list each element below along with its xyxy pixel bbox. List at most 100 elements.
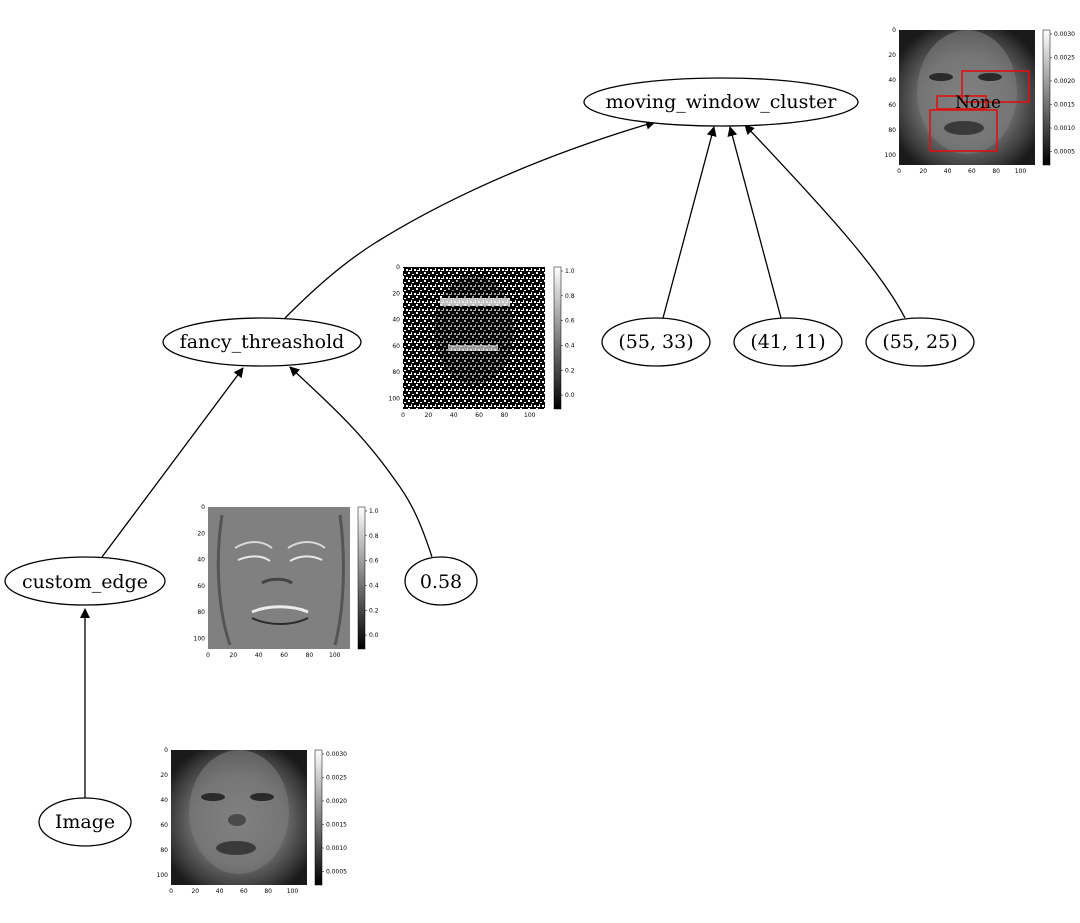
node-window-c[interactable]: (55, 25) <box>865 317 975 367</box>
right-eye <box>250 793 274 801</box>
colorbar <box>1042 29 1051 166</box>
edge-window-a-to-moving-window-cluster <box>662 126 717 319</box>
colorbar-tick-label: 0.0005 <box>326 869 347 876</box>
node-custom-edge[interactable]: custom_edge <box>4 556 166 606</box>
y-tick-label: 0 <box>396 264 400 271</box>
x-tick-label: 20 <box>191 888 199 895</box>
colorbar-tick-label: 0.0020 <box>1054 78 1075 85</box>
colorbar-tick-label: 0.6 <box>565 318 575 325</box>
edge-threshold-value-to-fancy-threashold <box>289 366 433 558</box>
x-tick-label: 0 <box>401 412 405 419</box>
node-window-a[interactable]: (55, 33) <box>601 317 711 367</box>
node-image[interactable]: Image <box>38 797 132 847</box>
y-tick-label: 0 <box>164 747 168 754</box>
edge-custom-edge-to-fancy-threashold <box>101 367 244 558</box>
y-tick-label: 40 <box>392 317 400 324</box>
node-window-a-label: (55, 33) <box>618 331 693 353</box>
face-shape <box>189 750 289 874</box>
x-tick-label: 60 <box>280 652 288 659</box>
colorbar-tick-label: 0.0010 <box>1054 125 1075 132</box>
node-window-c-label: (55, 25) <box>882 331 957 353</box>
edge-left-brow <box>234 541 273 549</box>
cluster-face-shape <box>917 30 1017 154</box>
edge-window-b-to-moving-window-cluster <box>727 126 782 319</box>
colorbar-tick-label: 0.0 <box>369 632 379 639</box>
colorbar <box>553 266 562 410</box>
x-tick-label: 100 <box>1015 168 1027 175</box>
x-tick-label: 20 <box>230 652 238 659</box>
mouth <box>216 841 256 855</box>
threshold-face-region <box>434 275 514 385</box>
y-tick-label: 40 <box>160 797 168 804</box>
edge-mouth-lower <box>251 617 309 625</box>
colorbar-tick-label: 0.0 <box>565 392 575 399</box>
node-window-b-label: (41, 11) <box>750 331 825 353</box>
colorbar-tick-label: 0.8 <box>369 533 379 540</box>
y-tick-label: 0 <box>892 27 896 34</box>
x-tick-label: 60 <box>968 168 976 175</box>
edge-right-brow <box>287 541 326 549</box>
colorbar-tick-label: 0.0030 <box>326 751 347 758</box>
colorbar <box>357 506 366 650</box>
colorbar-tick-label: 0.0010 <box>326 845 347 852</box>
node-fancy-threashold-label: fancy_threashold <box>180 331 345 353</box>
nose <box>228 814 246 826</box>
edge-left-contour <box>216 514 232 646</box>
y-tick-label: 80 <box>392 369 400 376</box>
node-fancy-threashold[interactable]: fancy_threashold <box>162 317 362 367</box>
edge-mouth-upper <box>251 605 309 614</box>
detection-box-nose <box>936 95 987 110</box>
x-tick-label: 40 <box>255 652 263 659</box>
x-tick-label: 100 <box>524 412 536 419</box>
x-tick-label: 80 <box>992 168 1000 175</box>
x-tick-label: 0 <box>206 652 210 659</box>
x-tick-label: 100 <box>287 888 299 895</box>
y-tick-label: 100 <box>389 395 401 402</box>
x-tick-label: 0 <box>897 168 901 175</box>
colorbar-tick-label: 0.6 <box>369 558 379 565</box>
colorbar-tick-label: 0.8 <box>565 293 575 300</box>
edge-nose <box>261 577 293 585</box>
colorbar-ticks: 1.00.80.60.40.20.0 <box>365 508 379 639</box>
node-threshold-value-label: 0.58 <box>420 571 462 593</box>
threshold-brow-band <box>440 298 510 306</box>
colorbar-tick-label: 0.0020 <box>326 798 347 805</box>
y-tick-label: 80 <box>888 127 896 134</box>
node-threshold-value[interactable]: 0.58 <box>404 556 478 606</box>
y-tick-label: 80 <box>160 847 168 854</box>
y-tick-label: 60 <box>888 102 896 109</box>
edge-right-eye <box>289 555 323 562</box>
node-moving-window-cluster[interactable]: moving_window_cluster <box>583 77 859 127</box>
x-tick-label: 60 <box>240 888 248 895</box>
colorbar-tick-label: 0.0015 <box>1054 102 1075 109</box>
y-tick-label: 100 <box>157 872 169 879</box>
x-tick-label: 40 <box>450 412 458 419</box>
colorbar-tick-label: 0.4 <box>565 342 575 349</box>
cluster-mouth <box>944 121 984 135</box>
x-tick-label: 20 <box>919 168 927 175</box>
colorbar-tick-label: 1.0 <box>369 508 379 515</box>
node-image-label: Image <box>55 811 115 833</box>
edge-left-eye <box>237 555 271 562</box>
node-window-b[interactable]: (41, 11) <box>733 317 843 367</box>
detection-box-mouth <box>929 109 998 152</box>
y-tick-label: 60 <box>160 822 168 829</box>
x-tick-label: 20 <box>425 412 433 419</box>
colorbar-tick-label: 1.0 <box>565 268 575 275</box>
colorbar <box>314 749 323 886</box>
y-tick-label: 20 <box>888 52 896 59</box>
y-tick-label: 0 <box>201 504 205 511</box>
colorbar-tick-label: 0.2 <box>565 367 575 374</box>
colorbar-tick-label: 0.0025 <box>1054 55 1075 62</box>
x-tick-label: 80 <box>264 888 272 895</box>
colorbar-tick-label: 0.0025 <box>326 775 347 782</box>
